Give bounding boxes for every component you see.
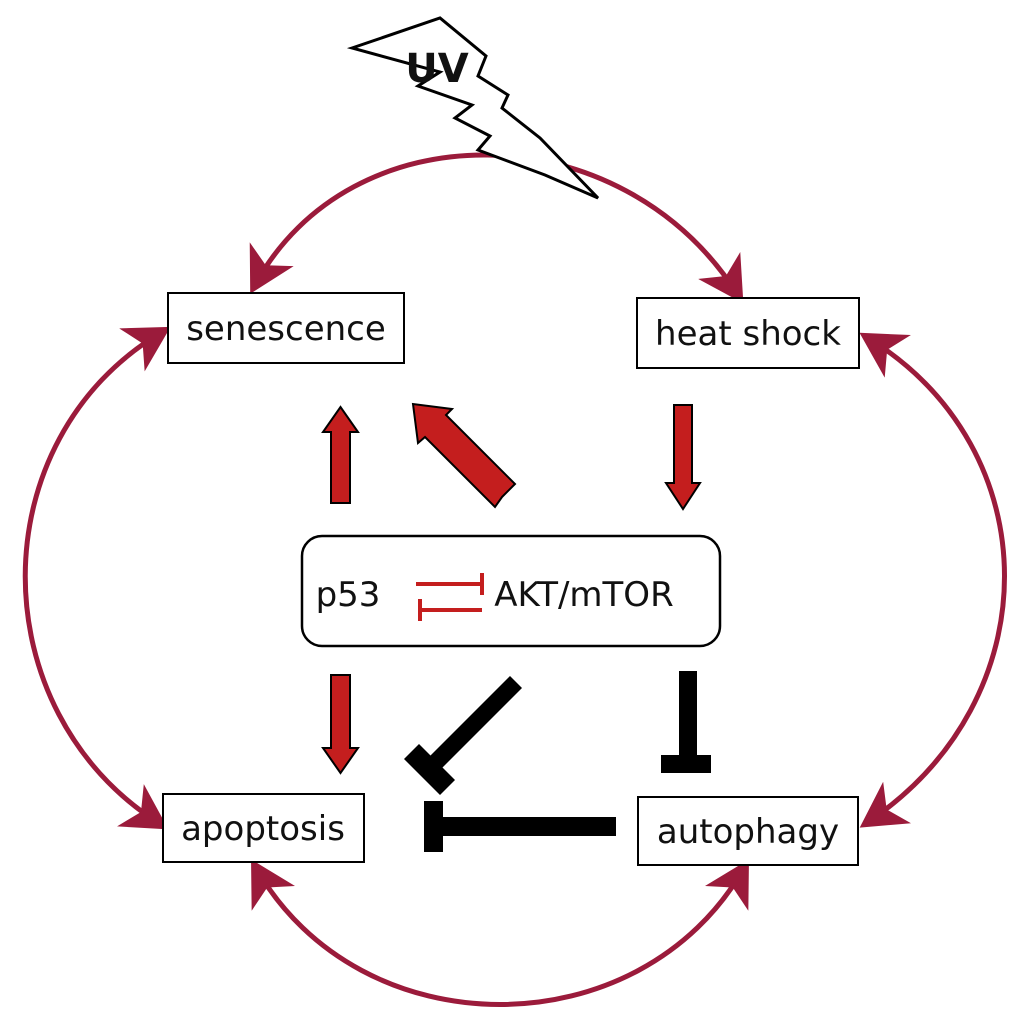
node-box (162, 793, 365, 863)
activation-arrow-to-senescence-up (321, 405, 360, 504)
center-label-p53: p53 (316, 575, 381, 615)
node-heat-shock: heat shock (636, 297, 860, 369)
inhibition-arrow-akt-to-apoptosis-diagonal (428, 676, 522, 770)
node-center: p53 AKT/mTOR (300, 534, 722, 648)
node-label-heat-shock: heat shock (655, 314, 841, 354)
cycle-arrow-apoptosis-senescence (22, 326, 171, 830)
node-box (637, 796, 859, 866)
node-senescence: senescence (167, 292, 405, 364)
lightning-bolt-icon (346, 16, 600, 200)
activation-arrow-to-apoptosis-down (321, 674, 360, 775)
mutual-inhibition-icon (416, 573, 484, 621)
inhibition-arrows (404, 671, 711, 852)
node-box (167, 292, 405, 364)
cycle-arrow-heatshock-autophagy (859, 332, 1007, 828)
inhibition-bar-autophagy (661, 755, 711, 773)
node-label-apoptosis: apoptosis (181, 809, 345, 849)
node-label-autophagy: autophagy (657, 812, 839, 852)
activation-arrow-to-senescence-diagonal (411, 402, 517, 509)
node-autophagy: autophagy (637, 796, 859, 866)
inhibition-bar-apoptosis (424, 801, 443, 852)
uv-lightning: UV (346, 16, 600, 200)
center-label-akt-mtor: AKT/mTOR (494, 575, 673, 615)
node-box (636, 297, 860, 369)
inhibition-arrow-akt-to-autophagy-stem (679, 671, 697, 756)
cycle-arrow-senescence-heatshock (249, 152, 744, 304)
inhibition-arrow-autophagy-to-apoptosis-stem (442, 817, 616, 836)
activation-arrows (321, 402, 702, 775)
activation-arrow-from-heat-shock-down (664, 404, 702, 511)
center-box (300, 534, 722, 648)
node-apoptosis: apoptosis (162, 793, 365, 863)
node-label-senescence: senescence (186, 309, 386, 349)
inhibition-bar-diagonal (404, 744, 455, 795)
cycle-arrow-autophagy-apoptosis (251, 859, 749, 1007)
uv-label: UV (405, 46, 468, 92)
